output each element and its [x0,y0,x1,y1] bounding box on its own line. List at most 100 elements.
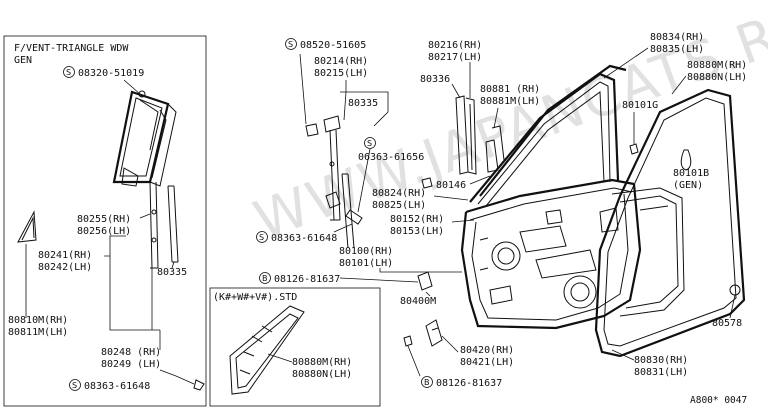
label-08363-61648-center: 08363-61648 [271,233,337,244]
label-80835: 80835(LH) [650,44,704,55]
inset-vent-title-line1: F/VENT-TRIANGLE WDW [14,43,129,54]
inset-std-frame [209,287,381,407]
label-80400m: 80400M [400,296,436,307]
label-80101: 80101(LH) [339,258,393,269]
label-08320-51019: 08320-51019 [78,68,144,79]
leader-80834 [603,47,649,79]
label-80249: 80249 (LH) [101,359,161,370]
leader-08320-51019 [123,79,141,95]
label-80880n-std: 80880N(LH) [292,369,352,380]
inset-vent-triangle-frame [3,35,207,407]
screw-mark-icon-bottom [69,379,81,391]
label-08126-81637-bottom: 08126-81637 [436,378,502,389]
label-80255: 80255(RH) [77,214,131,225]
screw-mark-icon-mid [364,137,376,149]
leader-80146 [469,175,491,185]
label-08520-51605: 08520-51605 [300,40,366,51]
inset-vent-title-line2: GEN [14,55,32,66]
screw-mark-letter: S [66,68,71,77]
label-80420: 80420(RH) [460,345,514,356]
window-regulator-part [305,115,363,249]
front-door-shell-part [460,72,685,330]
label-80880n: 80880N(LH) [687,72,747,83]
clip-80146-part [421,177,433,189]
leader-08520 [299,53,307,125]
plug-80101b-icon [680,149,692,171]
hinge-80420-part [425,319,443,347]
label-80881m: 80881M(LH) [480,96,540,107]
inset-std-title: (K#+W#+V#).STD [213,292,297,303]
label-08126-81637-top: 08126-81637 [274,274,340,285]
bolt-mark-icon-bottom [421,376,433,388]
label-80880m: 80880M(RH) [687,60,747,71]
label-80214: 80214(RH) [314,56,368,67]
division-bar-part [149,181,179,269]
label-gen: (GEN) [673,180,703,191]
leader-80578 [729,294,736,319]
label-08363-61648-left: 08363-61648 [84,381,150,392]
leader-80336 [451,83,461,99]
label-80336: 80336 [420,74,450,85]
leader-80880 [671,75,687,95]
vent-triangle-window-part [112,90,177,187]
label-06363-61656: 06363-61656 [358,152,424,163]
bolt-mark-letter-bottom: B [424,378,430,387]
label-80830: 80830(RH) [634,355,688,366]
leader-80824 [433,195,469,201]
label-80248: 80248 (RH) [101,347,161,358]
label-80101g: 80101G [622,100,658,111]
label-80256: 80256(LH) [77,226,131,237]
screw-mark-letter-left: S [259,233,264,242]
leader-06363 [357,148,371,213]
screw-mark-letter-top: S [288,40,293,49]
leader-80241 [104,235,126,257]
leader-80880-std [267,353,293,363]
hinge-80400m-part [417,271,433,291]
label-80100: 80100(RH) [339,246,393,257]
label-80101b: 80101B [673,168,709,179]
screw-mark-letter-mid: S [367,139,372,148]
leader-80830 [611,349,635,361]
label-80215: 80215(LH) [314,68,368,79]
label-80242: 80242(LH) [38,262,92,273]
label-80216: 80216(RH) [428,40,482,51]
screw-mark-icon [63,66,75,78]
label-80831: 80831(LH) [634,367,688,378]
label-80152: 80152(RH) [390,214,444,225]
leader-80881 [493,107,499,129]
label-80834: 80834(RH) [650,32,704,43]
label-80421: 80421(LH) [460,357,514,368]
label-80811m: 80811M(LH) [8,327,68,338]
screw-part-bottom [193,379,205,391]
label-80335-center: 80335 [348,98,378,109]
bolt-mark-icon [259,272,271,284]
door-weatherstrip-part [594,88,746,358]
label-80825: 80825(LH) [372,200,426,211]
label-80241: 80241(RH) [38,250,92,261]
std-weatherstrip-part [229,305,305,395]
label-80578: 80578 [712,318,742,329]
clip-80101g-part [629,143,639,155]
leader-80214 [343,80,347,121]
leader-08126-bottom [407,345,421,377]
screw-mark-letter-bottom: S [72,381,77,390]
label-80153: 80153(LH) [390,226,444,237]
page-code: A800* 0047 [690,395,747,406]
leader-80255 [139,213,151,219]
leader-80100 [379,268,462,273]
screw-mark-icon-top [285,38,297,50]
label-80217: 80217(LH) [428,52,482,63]
label-80810m: 80810M(RH) [8,315,68,326]
leader-80420 [441,335,459,353]
bolt-mark-letter: B [262,274,268,283]
leader-80335-left [171,261,175,269]
label-80880m-std: 80880M(RH) [292,357,352,368]
vent-trim-inner [21,216,35,241]
bracket-80248 [109,256,160,331]
label-80335-left: 80335 [157,267,187,278]
label-80824: 80824(RH) [372,188,426,199]
bracket-80335-center [340,91,389,127]
leader-08126-top [339,277,419,283]
